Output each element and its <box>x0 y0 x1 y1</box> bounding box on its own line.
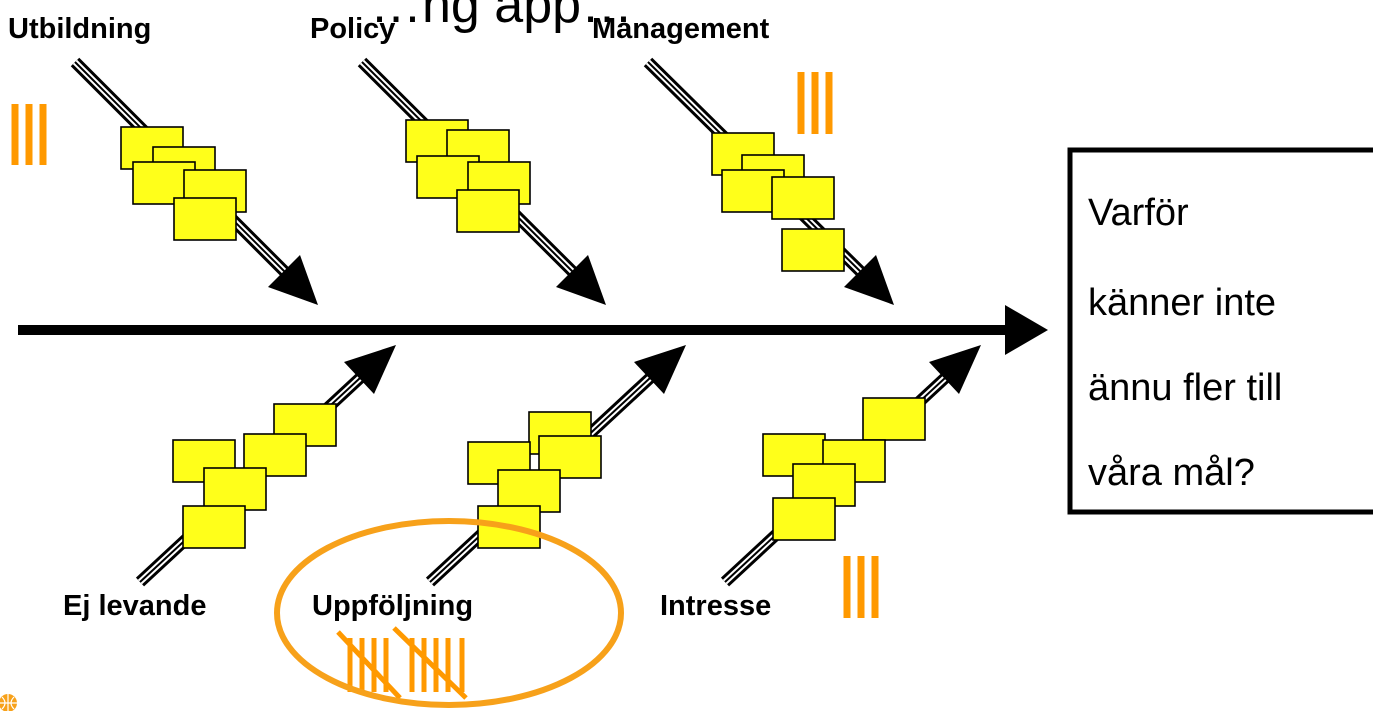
spine <box>18 305 1048 355</box>
category-label-ej-levande: Ej levande <box>63 590 206 622</box>
bone-ej-levande <box>135 345 396 587</box>
tally-uppfoljning <box>336 626 468 700</box>
globe-icon <box>0 694 17 711</box>
bone-policy <box>357 57 606 305</box>
tally-utbildning <box>11 104 47 165</box>
category-label-utbildning: Utbildning <box>8 13 151 45</box>
category-label-intresse: Intresse <box>660 590 771 622</box>
highlight-ring <box>274 518 624 708</box>
bone-intresse <box>720 345 981 587</box>
effect-box: Varför känner inte ännu fler till våra m… <box>1067 147 1373 515</box>
bone-utbildning <box>70 57 318 305</box>
effect-line-2: känner inte <box>1088 282 1276 324</box>
category-label-policy: Policy <box>310 13 395 45</box>
effect-line-4: våra mål? <box>1088 452 1255 494</box>
category-label-uppfoljning: Uppföljning <box>312 590 473 622</box>
tally-management <box>797 72 833 134</box>
effect-line-1: Varför <box>1088 192 1189 234</box>
bone-management <box>643 57 894 305</box>
slide-title: …ng app… <box>370 0 633 34</box>
effect-line-3: ännu fler till <box>1088 367 1282 409</box>
category-label-management: Management <box>592 13 770 45</box>
tally-intresse <box>843 556 879 618</box>
bone-uppfoljning <box>425 345 686 587</box>
